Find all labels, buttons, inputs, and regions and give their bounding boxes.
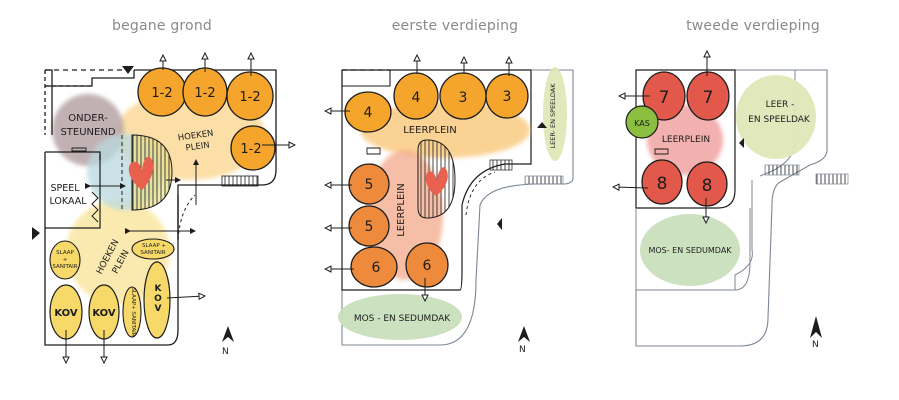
room-label-kov-v: V (155, 304, 162, 314)
room-4 (393, 72, 439, 120)
kas-greenhouse (625, 105, 659, 139)
room-label: 7 (659, 88, 670, 108)
zone-label-sanitair: SANITAIR (140, 250, 165, 256)
zone-label-mos-sedumdak: MOS - EN SEDUMDAK (354, 314, 451, 324)
north-label: N (812, 340, 819, 350)
room-6 (405, 242, 449, 288)
room-1-2-c (226, 71, 274, 121)
zone-label-hoekenplein: PLEIN (185, 140, 210, 153)
panel-title-begane-grond: begane grond (112, 18, 212, 34)
mos-sedumdak-zone (338, 294, 462, 340)
room-label: 1-2 (240, 142, 261, 157)
zone-label-leerplein: LEERPLEIN (662, 135, 710, 145)
room-8 (641, 159, 683, 205)
room-7 (686, 71, 730, 121)
zone-label-sanitair: SANITAIR (52, 264, 77, 270)
room-group-1-2: 1-2 1-2 1-2 1-2 (137, 67, 276, 171)
room-label: 7 (703, 88, 714, 108)
room-6 (350, 246, 398, 288)
slaap-sanitair-zone (49, 240, 81, 280)
room-label: 8 (657, 174, 668, 194)
panel-tweede-verdieping: 7 7 8 8 KAS LEERPLEIN LEER - EN SPEELDAK… (614, 52, 849, 350)
zone-label-kas: KAS (634, 119, 650, 128)
mos-sedumdak-zone (640, 214, 740, 286)
leer-speeldak-zone (543, 67, 567, 161)
zone-label-mos-sedumdak: MOS- EN SEDUMDAK (648, 246, 732, 255)
panel-title-eerste-verdieping: eerste verdieping (391, 18, 519, 34)
rooms-eerste: 4 4 3 3 5 5 6 6 (344, 72, 529, 288)
zone-label-hoekenplein: HOEKEN (177, 129, 214, 144)
zone-label-leer-speeldak: LEER - (766, 100, 795, 110)
zone-label-leer-speeldak: EN SPEELDAK (748, 115, 811, 125)
zone-label-speellokaal: LOKAAL (49, 196, 87, 207)
room-4 (344, 91, 392, 133)
entrance-marker (497, 218, 502, 230)
room-5 (348, 163, 390, 205)
room-label: 6 (423, 258, 432, 274)
hoekenplein-wash-bottom (66, 200, 170, 304)
zone-label-slaap: SLAAP (56, 250, 74, 256)
outflow-arrow (614, 187, 649, 188)
room-label: 8 (702, 176, 713, 196)
zone-label-ondersteunend: ONDER- (68, 113, 108, 124)
zone-label-plus: + (63, 257, 68, 263)
outflow-arrow (166, 296, 204, 298)
room-label: 3 (459, 90, 468, 106)
room-label: 6 (372, 260, 381, 276)
entrance-marker (739, 138, 744, 148)
room-label: 1-2 (239, 90, 260, 105)
north-arrow-icon (810, 316, 822, 338)
entrance-marker (537, 122, 547, 128)
north-arrow: N (518, 326, 530, 355)
panel-eerste-verdieping: 4 4 3 3 5 5 6 6 LEERPLEIN LEERPLEIN LEER… (326, 56, 574, 355)
room-label: 1-2 (151, 86, 172, 101)
room-label-kov: KOV (92, 308, 116, 319)
leerplein-wash (360, 102, 530, 158)
leer-speeldak-zone (736, 75, 816, 159)
north-arrow-icon (518, 326, 530, 342)
room-label: 5 (365, 177, 374, 193)
leerplein-wash (647, 105, 723, 175)
panel-title-tweede-verdieping: tweede verdieping (686, 18, 820, 34)
kov-room (143, 261, 171, 339)
room-5 (348, 205, 390, 247)
heart-icon (128, 156, 154, 190)
slaap-sanitair-zone (122, 286, 142, 338)
room-label: 4 (412, 90, 421, 106)
room-label: 3 (503, 89, 512, 105)
room-1-2-d (230, 125, 276, 171)
room-label-kov-o: O (154, 294, 162, 304)
zone-label-slaap-sanitair: SLAAP+ SANITAIR (130, 287, 136, 336)
north-label: N (519, 345, 526, 355)
room-label-kov-k: K (155, 284, 163, 294)
room-label: 1-2 (194, 86, 215, 101)
stairs (221, 175, 259, 187)
entrance-marker-west (32, 227, 40, 240)
north-label: N (222, 347, 229, 357)
zone-label-leerplein-vertical: LEERPLEIN (396, 183, 407, 237)
zone-label-ondersteunend: STEUNEND (60, 127, 115, 138)
north-arrow: N (222, 326, 234, 357)
zone-label-leer-speeldak: LEER- EN SPEELDAK (549, 83, 557, 149)
heart-icon (425, 167, 448, 196)
zone-label-speellokaal: SPEEL (50, 183, 80, 194)
room-label: 4 (364, 105, 373, 121)
entrance-marker (122, 66, 134, 74)
room-3 (485, 73, 529, 119)
north-arrow: N (810, 316, 822, 350)
zone-label-slaap: SLAAP + (142, 243, 166, 249)
zone-label-leerplein: LEERPLEIN (403, 125, 457, 136)
room-label: 5 (365, 219, 374, 235)
panel-begane-grond: 1-2 1-2 1-2 1-2 ONDER- STEUNEND HOEKEN P… (32, 54, 294, 362)
north-arrow-icon (222, 326, 234, 342)
slaap-sanitair-zone (131, 238, 175, 260)
room-8 (686, 161, 728, 207)
room-label-kov: KOV (54, 308, 78, 319)
